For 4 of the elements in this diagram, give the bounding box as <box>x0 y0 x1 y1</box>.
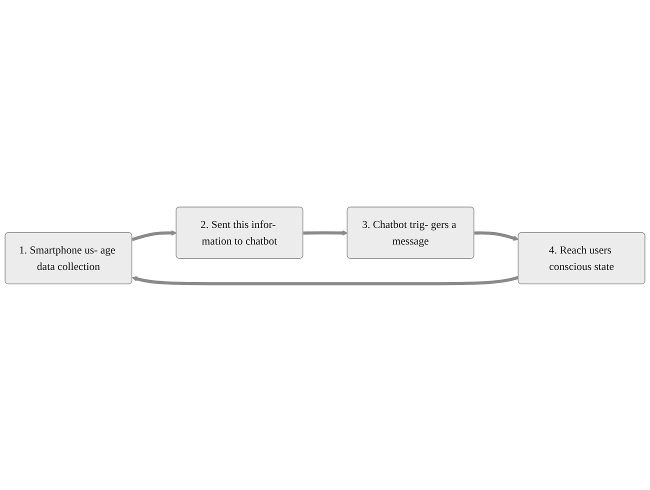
arrow <box>132 275 519 285</box>
arrow <box>132 230 177 241</box>
arrow <box>474 230 519 240</box>
arrow <box>303 230 348 236</box>
